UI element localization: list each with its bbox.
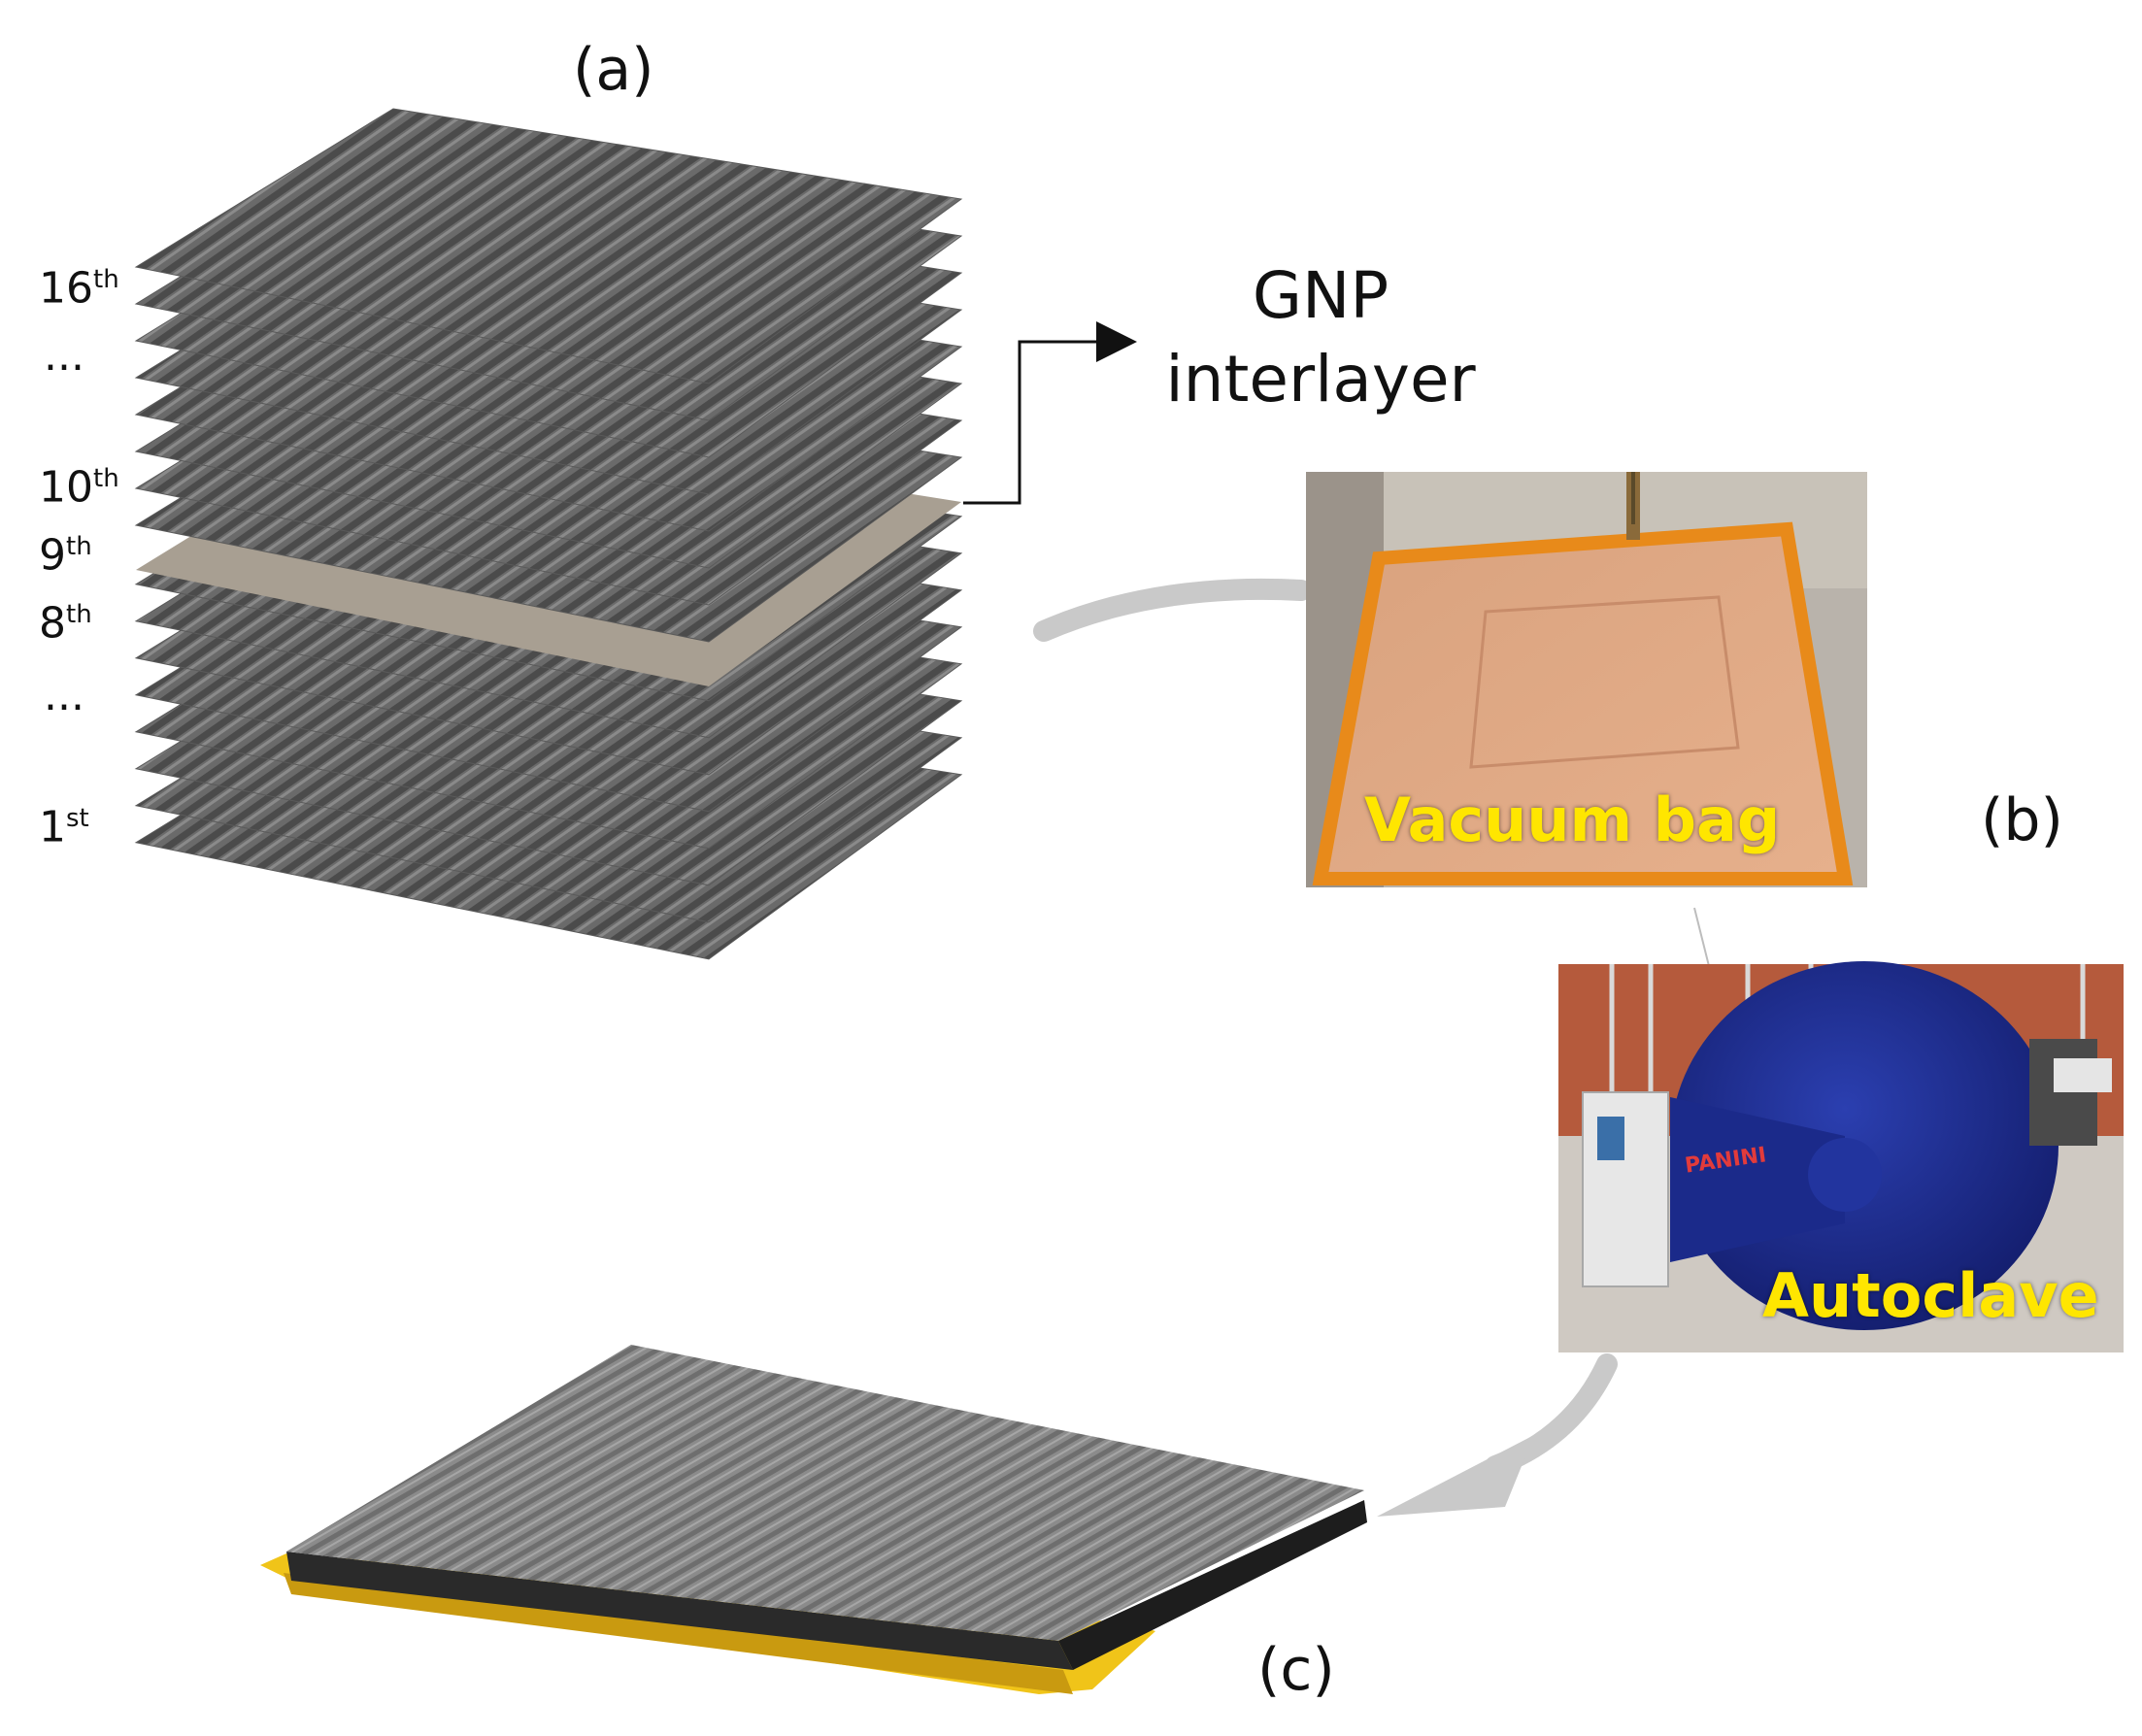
ply-label-9: 9th xyxy=(39,530,92,581)
plate-side xyxy=(286,1552,1073,1670)
gnp-label-line1: GNP xyxy=(1252,258,1389,333)
panel-label-b: (b) xyxy=(1981,786,2063,854)
cured-plate xyxy=(260,1345,1367,1694)
ply-label-1: 1st xyxy=(39,802,89,852)
ply-label-ellipsis-top: ... xyxy=(44,331,84,381)
plate-side-right xyxy=(1058,1500,1367,1670)
panel-label-c: (c) xyxy=(1257,1636,1335,1704)
autoclave-photo xyxy=(1558,961,2124,1352)
vacuum-bag-caption: Vacuum bag xyxy=(1364,785,1781,855)
panel-label-a: (a) xyxy=(573,36,654,104)
gnp-label-line2: interlayer xyxy=(1165,341,1476,417)
gnp-interlayer-label: GNP interlayer xyxy=(1146,254,1495,421)
plate-top xyxy=(286,1345,1364,1641)
ply-16 xyxy=(134,108,963,384)
thin-connector xyxy=(1693,907,1710,967)
vacuum-bag-photo xyxy=(1306,472,1867,887)
curve-arrowhead xyxy=(1377,1435,1534,1517)
ply-stack xyxy=(134,108,963,960)
ply-label-10: 10th xyxy=(39,462,119,513)
ply-label-8: 8th xyxy=(39,598,92,649)
ply-label-ellipsis-bottom: ... xyxy=(44,671,84,720)
gnp-connector-arrow xyxy=(963,321,1137,505)
ply-label-16: 16th xyxy=(39,263,119,314)
autoclave-caption: Autoclave xyxy=(1762,1260,2099,1331)
curve-connector-1 xyxy=(1033,578,1312,642)
